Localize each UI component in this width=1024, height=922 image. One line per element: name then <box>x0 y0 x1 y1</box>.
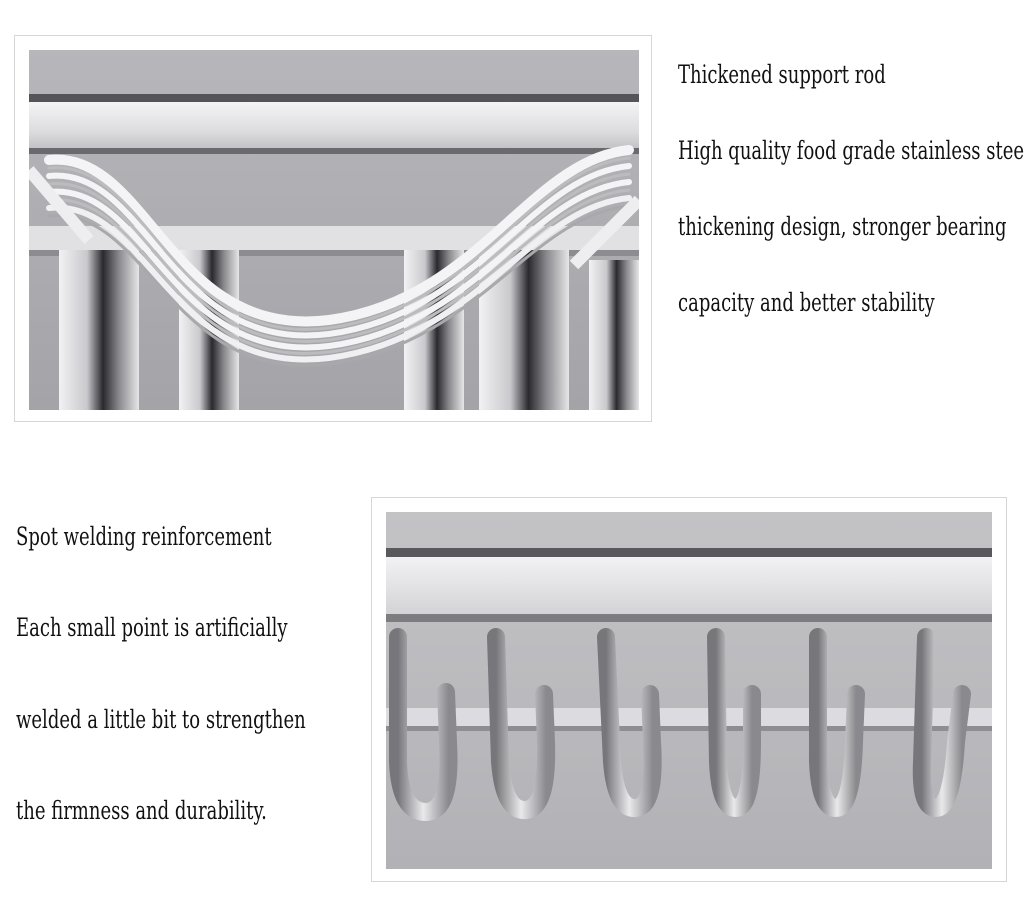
support-rod-photo-frame <box>14 35 652 422</box>
support-rod-line-1: High quality food grade stainless steel <box>678 136 1024 165</box>
support-rod-heading: Thickened support rod <box>678 60 886 89</box>
support-rod-line-3: capacity and better stability <box>678 288 935 317</box>
spot-welding-line-3: the firmness and durability. <box>16 796 267 825</box>
spot-welding-photo <box>386 512 992 869</box>
support-rod-line-2: thickening design, stronger bearing <box>678 212 1007 241</box>
spot-welding-line-1: Each small point is artificially <box>16 613 288 642</box>
spot-welding-line-2: welded a little bit to strengthen <box>16 705 306 734</box>
support-rod-photo <box>29 50 639 410</box>
spot-welding-heading: Spot welding reinforcement <box>16 522 272 551</box>
spot-welding-photo-frame <box>371 497 1007 882</box>
